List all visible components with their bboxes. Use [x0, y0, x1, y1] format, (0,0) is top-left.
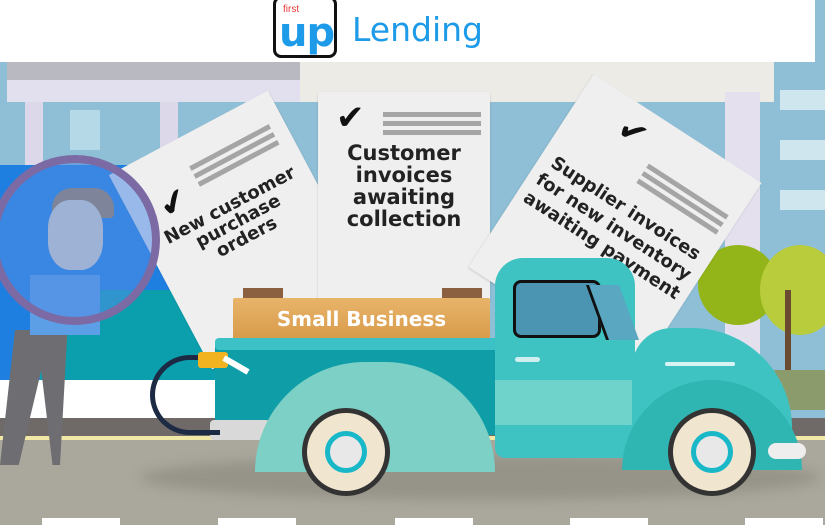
- building-window: [780, 190, 825, 210]
- tree: [760, 245, 825, 335]
- sign-text: Small Business: [276, 307, 447, 331]
- magnifying-glass-icon: [0, 155, 160, 325]
- sign-support: [442, 288, 482, 300]
- hood-trim: [665, 362, 735, 366]
- paper-customer-invoices: ✔ Customer invoices awaiting collection: [318, 92, 490, 302]
- paper-label: Customer invoices awaiting collection: [346, 141, 462, 231]
- truck-bed-rail: [215, 338, 515, 350]
- checkmark-icon: ✔: [336, 98, 365, 138]
- lane-marking: [570, 518, 648, 525]
- tree-trunk: [785, 290, 791, 370]
- truck-front-wheel: [668, 408, 756, 496]
- fuel-hose: [150, 355, 220, 435]
- wheel-hub: [325, 431, 367, 473]
- fuel-nozzle-icon: [198, 352, 228, 368]
- truck-front-bumper: [768, 443, 806, 459]
- paper-lines: [383, 112, 481, 139]
- lane-marking: [218, 518, 296, 525]
- small-business-sign: Small Business: [233, 298, 490, 340]
- checkmark-icon: ✔: [609, 108, 656, 158]
- building-window: [780, 140, 825, 160]
- header-bar: [0, 0, 815, 62]
- paper-label: New customer purchase orders: [160, 162, 299, 262]
- wheel-hub: [691, 431, 733, 473]
- truck-rear-wheel: [302, 408, 390, 496]
- truck-rear-bumper: [210, 420, 270, 440]
- building-window: [780, 90, 825, 110]
- background-sky: [815, 0, 825, 62]
- logo-first-text: first: [283, 4, 300, 15]
- lane-marking: [745, 518, 823, 525]
- building-window: [70, 110, 100, 150]
- sign-support: [243, 288, 283, 300]
- brand-name: Lending: [352, 10, 484, 49]
- logo-up-text: up: [279, 10, 335, 56]
- lane-marking: [42, 518, 120, 525]
- truck-cab-stripe: [495, 380, 635, 425]
- door-handle: [515, 357, 540, 362]
- logo-badge: [273, 0, 337, 58]
- lane-marking: [395, 518, 473, 525]
